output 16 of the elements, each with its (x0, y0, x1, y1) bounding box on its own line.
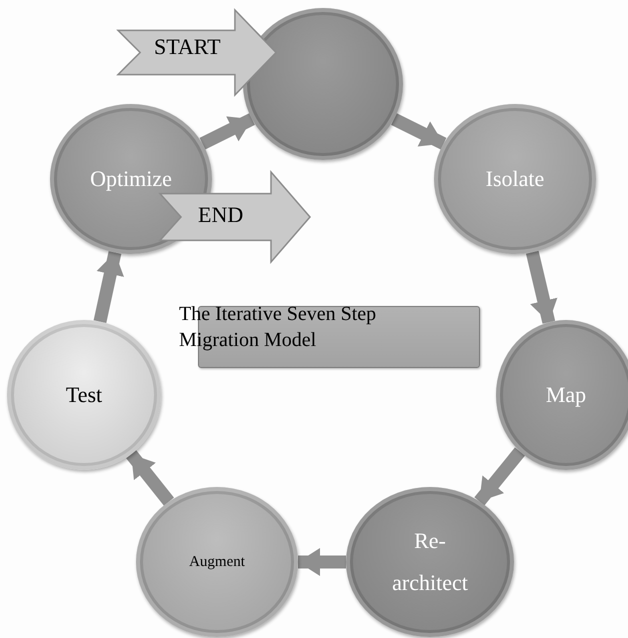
banner-title: The Iterative Seven Step Migration Model (179, 302, 378, 353)
arrow-label: START (154, 34, 221, 60)
block-arrow (526, 250, 558, 324)
block-arrow (298, 548, 346, 576)
chevron-arrow-shape (118, 10, 276, 95)
step-label: Optimize (90, 165, 172, 194)
step-label: Isolate (486, 165, 544, 194)
step-label: Augment (189, 552, 245, 572)
step-label: Map (546, 381, 586, 410)
arrow-label: END (198, 202, 244, 228)
block-arrow (200, 113, 255, 150)
step-label: Re- architect (391, 527, 469, 597)
block-arrow (94, 251, 124, 324)
block-arrow (474, 447, 526, 506)
block-arrow (391, 113, 446, 150)
step-label: Test (66, 381, 102, 410)
